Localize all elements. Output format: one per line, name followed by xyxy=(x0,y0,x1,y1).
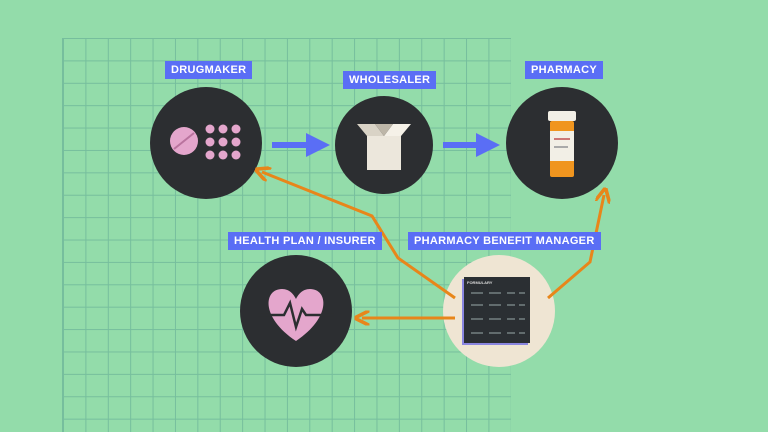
box-icon xyxy=(357,124,411,170)
label-pharmacy: PHARMACY xyxy=(525,61,603,79)
heart-rate-icon xyxy=(258,289,334,341)
drugmaker-node xyxy=(150,87,262,199)
label-drugmaker: DRUGMAKER xyxy=(165,61,253,79)
label-health-plan: HEALTH PLAN / INSURER xyxy=(228,232,382,250)
pills-icon xyxy=(170,124,241,160)
arrow-pbm-to-drugmaker xyxy=(262,172,456,300)
formulary-table-lines xyxy=(471,292,525,334)
arrow-pbm-to-pharmacy xyxy=(547,195,604,300)
label-pbm: PHARMACY BENEFIT MANAGER xyxy=(408,232,601,250)
wholesaler-node xyxy=(335,96,433,194)
health-plan-node xyxy=(240,255,352,367)
label-wholesaler: WHOLESALER xyxy=(343,71,437,89)
pharmacy-node xyxy=(506,87,618,199)
pill-bottle-icon xyxy=(548,111,576,177)
formulary-document: FORMULARY xyxy=(464,277,530,343)
formulary-title: FORMULARY xyxy=(467,280,493,285)
